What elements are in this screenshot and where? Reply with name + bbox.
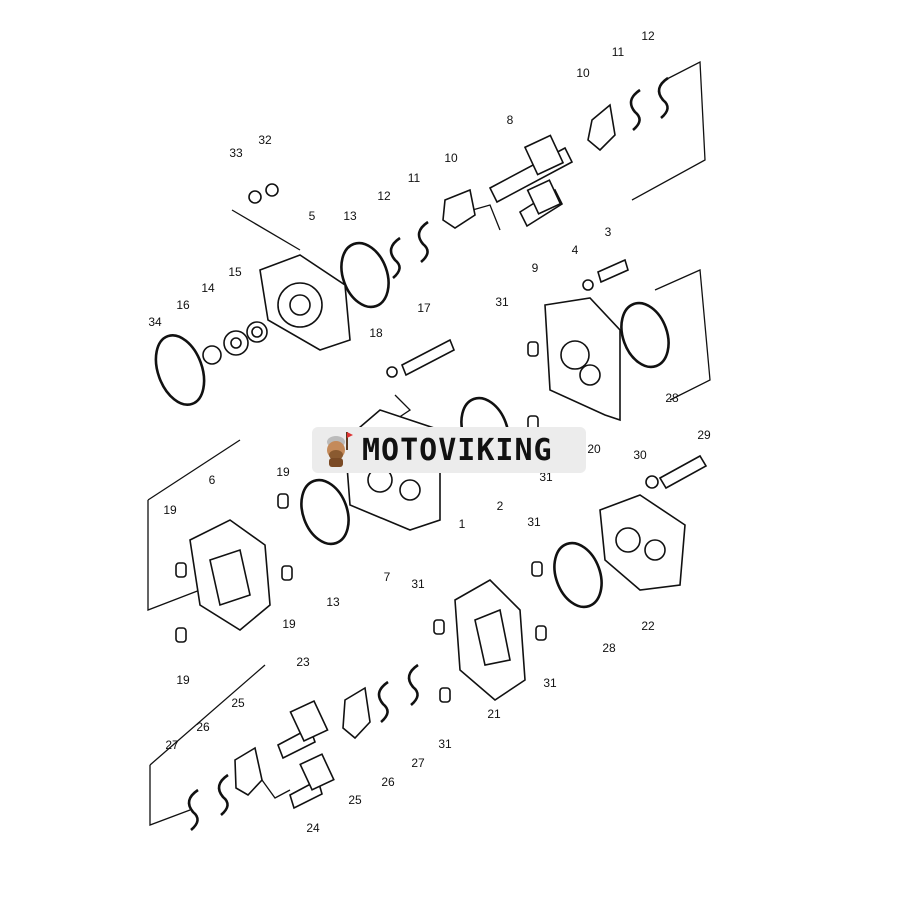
label-30: 30: [633, 448, 647, 462]
watermark-logo: MOTOVIKING: [312, 427, 586, 473]
label-17: 17: [417, 301, 431, 315]
label-31: 31: [543, 676, 557, 690]
label-15: 15: [228, 265, 242, 279]
label-25: 25: [231, 696, 245, 710]
label-14: 14: [201, 281, 215, 295]
label-11: 11: [408, 171, 421, 185]
label-1: 1: [459, 517, 466, 531]
label-13: 13: [326, 595, 340, 609]
label-23: 23: [296, 655, 310, 669]
label-19: 19: [276, 465, 290, 479]
gear-shafts: [234, 103, 616, 810]
watermark-text: MOTOVIKING: [362, 432, 553, 468]
label-33: 33: [229, 146, 243, 160]
label-7: 7: [384, 570, 391, 584]
label-32: 32: [258, 133, 272, 147]
label-8: 8: [507, 113, 514, 127]
label-10: 10: [444, 151, 458, 165]
viking-mascot-icon: [327, 432, 353, 467]
washers-and-bearings: [202, 183, 659, 489]
label-11: 11: [612, 45, 625, 59]
label-4: 4: [572, 243, 579, 257]
label-31: 31: [539, 470, 553, 484]
label-19: 19: [176, 673, 190, 687]
label-6: 6: [209, 473, 216, 487]
label-9: 9: [532, 261, 539, 275]
label-24: 24: [306, 821, 320, 835]
label-18: 18: [369, 326, 383, 340]
label-22: 22: [641, 619, 655, 633]
label-28: 28: [665, 391, 679, 405]
part-labels: 12 11 10 8 33 32 10 11 12 13 5 4 3 9 34 …: [148, 29, 711, 835]
label-20: 20: [587, 442, 601, 456]
label-13: 13: [343, 209, 357, 223]
dowel-pins: [175, 341, 547, 703]
label-28: 28: [602, 641, 616, 655]
bolts: [400, 258, 708, 490]
label-34: 34: [148, 315, 162, 329]
snap-rings: [187, 76, 669, 831]
label-2: 2: [497, 499, 504, 513]
label-27: 27: [411, 756, 425, 770]
label-19: 19: [282, 617, 296, 631]
label-27: 27: [165, 738, 179, 752]
label-31: 31: [411, 577, 425, 591]
label-25: 25: [348, 793, 362, 807]
label-26: 26: [196, 720, 210, 734]
label-12: 12: [641, 29, 655, 43]
label-31: 31: [527, 515, 541, 529]
label-10: 10: [576, 66, 590, 80]
label-16: 16: [176, 298, 190, 312]
label-3: 3: [605, 225, 612, 239]
label-21: 21: [487, 707, 501, 721]
label-31: 31: [495, 295, 509, 309]
label-29: 29: [697, 428, 711, 442]
label-26: 26: [381, 775, 395, 789]
label-12: 12: [377, 189, 391, 203]
label-31: 31: [438, 737, 452, 751]
label-19: 19: [163, 503, 177, 517]
label-5: 5: [309, 209, 316, 223]
